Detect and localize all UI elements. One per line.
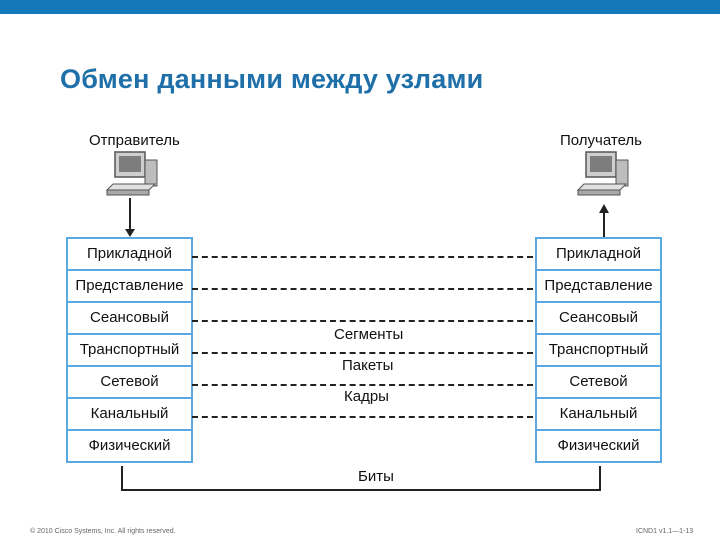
peer-line-application <box>192 256 533 258</box>
pdu-frames-label: Кадры <box>342 388 391 405</box>
sender-layer-transport: Транспортный <box>68 333 191 365</box>
bits-path <box>121 466 601 491</box>
sender-layer-datalink: Канальный <box>68 397 191 429</box>
receiver-layer-datalink: Канальный <box>537 397 660 429</box>
receiver-layer-application: Прикладной <box>555 245 642 262</box>
page-title: Обмен данными между узлами <box>60 64 484 94</box>
peer-line-network <box>192 384 533 386</box>
peer-line-session <box>192 320 533 322</box>
receiver-osi-stack: Прикладной Представление Сеансовый Транс… <box>535 237 662 463</box>
footer-course-id: ICND1 v1.1—1-13 <box>636 528 694 535</box>
sender-layer-session: Сеансовый <box>68 301 191 333</box>
sender-label: Отправитель <box>89 132 180 149</box>
receiver-layer-transport: Транспортный <box>537 333 660 365</box>
sender-computer-icon <box>105 151 158 196</box>
receiver-layer-presentation: Представление <box>537 269 660 301</box>
sender-layer-presentation: Представление <box>68 269 191 301</box>
receiver-computer-icon <box>576 151 629 196</box>
arrow-up-icon <box>599 204 609 213</box>
receiver-layer-session: Сеансовый <box>537 301 660 333</box>
sender-layer-application: Прикладной <box>86 245 173 262</box>
peer-line-transport <box>192 352 533 354</box>
sender-osi-stack: Прикладной Представление Сеансовый Транс… <box>66 237 193 463</box>
receiver-layer-network: Сетевой <box>537 365 660 397</box>
pdu-packets-label: Пакеты <box>340 357 396 374</box>
footer-copyright: © 2010 Cisco Systems, Inc. All rights re… <box>30 528 176 535</box>
arrow-down-icon <box>125 229 135 237</box>
sender-layer-network: Сетевой <box>68 365 191 397</box>
receiver-label: Получатель <box>560 132 642 149</box>
sender-layer-physical: Физический <box>68 429 191 461</box>
peer-line-datalink <box>192 416 533 418</box>
receiver-layer-physical: Физический <box>537 429 660 461</box>
peer-line-presentation <box>192 288 533 290</box>
pdu-segments-label: Сегменты <box>332 326 406 343</box>
top-bar <box>0 0 720 14</box>
pdu-bits-label: Биты <box>358 468 394 485</box>
